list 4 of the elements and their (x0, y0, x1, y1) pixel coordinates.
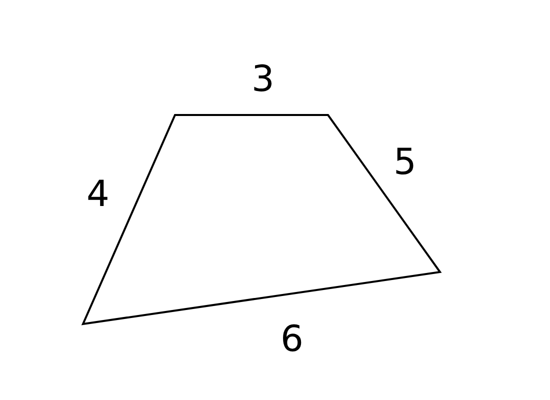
side-length-label: 4 (86, 175, 110, 215)
side-length-label: 3 (252, 60, 274, 100)
side-length-label: 6 (280, 320, 304, 360)
side-length-label: 5 (394, 143, 416, 183)
